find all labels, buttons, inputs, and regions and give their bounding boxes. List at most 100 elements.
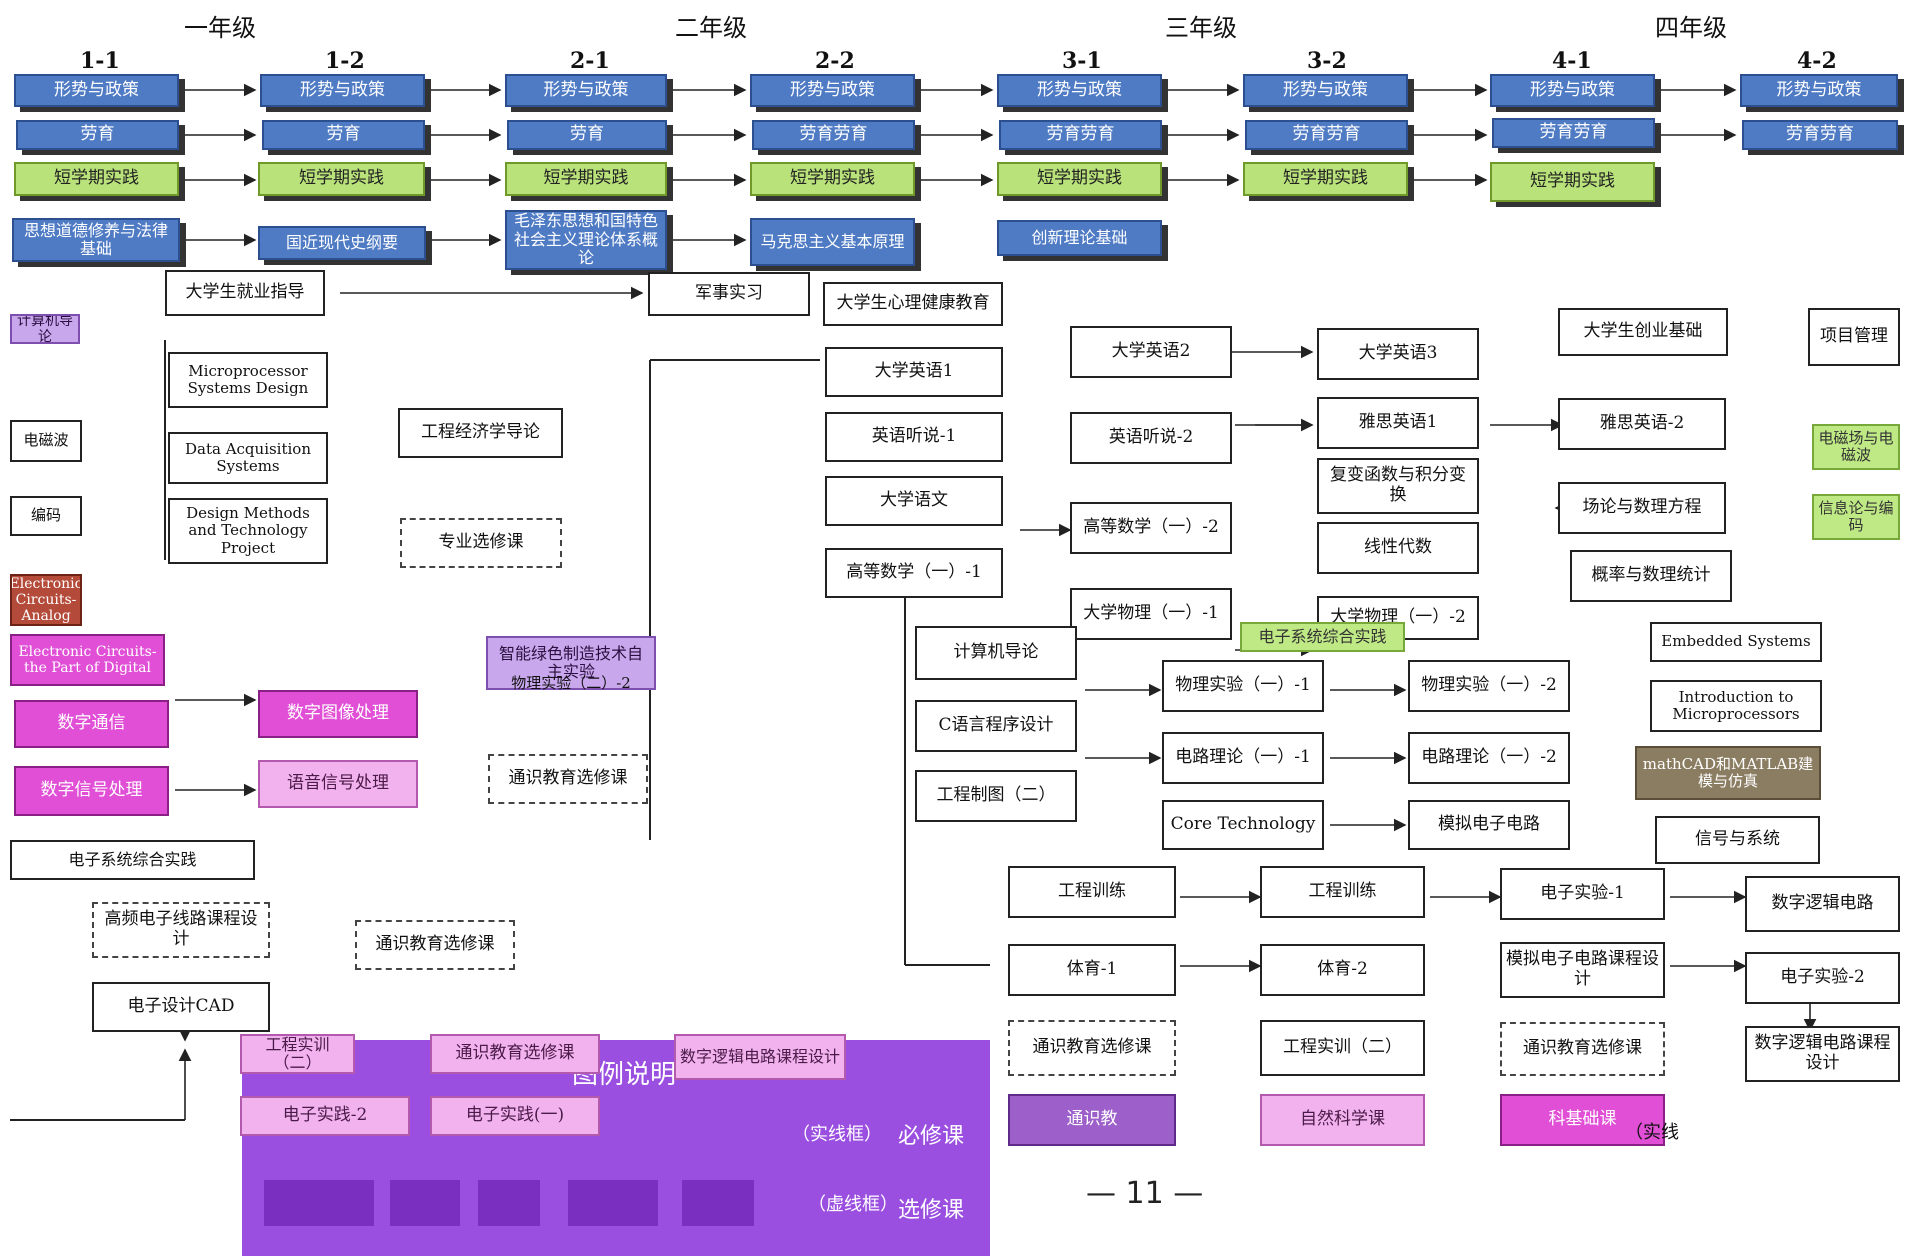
- legend-sample-box: 电子实践(一): [430, 1096, 600, 1136]
- course-box: 体育-1: [1008, 944, 1176, 996]
- category-box: 自然科学课: [1260, 1094, 1425, 1146]
- legend-swatch: [568, 1180, 658, 1226]
- course-box-practice: 短学期实践: [1490, 162, 1655, 202]
- course-box: 电子系统综合实践: [1240, 622, 1405, 652]
- course-box: 信息论与编码: [1812, 494, 1900, 540]
- course-box: 高等数学（一）-1: [825, 548, 1003, 598]
- course-box-practice: 短学期实践: [750, 162, 915, 196]
- course-box: 语音信号处理: [258, 760, 418, 808]
- course-box: 工程训练: [1260, 866, 1425, 918]
- course-box: 体育-2: [1260, 944, 1425, 996]
- course-box-labor: 劳育劳育: [1742, 120, 1898, 150]
- course-box-labor: 劳育: [507, 120, 667, 150]
- course-box: Data Acquisition Systems: [168, 432, 328, 484]
- course-box: 大学英语2: [1070, 326, 1232, 378]
- course-box: 电路理论（一）-1: [1162, 732, 1324, 784]
- course-box-practice: 短学期实践: [14, 162, 179, 196]
- legend-sample-box: 电子实践-2: [240, 1096, 410, 1136]
- course-box: 大学物理（一）-1: [1070, 588, 1232, 640]
- course-box: 物理实验（一）-2: [1408, 660, 1570, 712]
- course-box: 工程制图（二）: [915, 770, 1077, 822]
- course-box: 智能绿色制造技术自主实验: [486, 636, 656, 690]
- course-box: 概率与数理统计: [1570, 550, 1732, 602]
- course-box: C语言程序设计: [915, 700, 1077, 752]
- course-box: 工程经济学导论: [398, 408, 563, 458]
- course-box-policy: 形势与政策: [997, 74, 1162, 107]
- course-box: 数字信号处理: [14, 766, 169, 816]
- page-number: — 11 —: [1086, 1176, 1204, 1211]
- course-box-elective: 通识教育选修课: [1500, 1022, 1665, 1076]
- course-box: 物理实验（一）-1: [1162, 660, 1324, 712]
- course-box-elective: 专业选修课: [400, 518, 562, 568]
- course-box-elective: 通识教育选修课: [1008, 1020, 1176, 1076]
- course-box: 工程训练: [1008, 866, 1176, 918]
- course-box: 电子实验-1: [1500, 868, 1665, 920]
- course-box: 模拟电子电路: [1408, 800, 1570, 850]
- course-box-elective: 通识教育选修课: [488, 754, 648, 804]
- semester-header: 2-1: [570, 48, 610, 74]
- course-box: 计算机导论: [915, 626, 1077, 680]
- course-box: 物理实验（二）-2: [511, 674, 631, 693]
- course-box: 英语听说-1: [825, 412, 1003, 462]
- course-box-ideology: 毛泽东思想和国特色社会主义理论体系概论: [505, 210, 667, 270]
- course-box-policy: 形势与政策: [14, 74, 179, 107]
- course-box-labor: 劳育劳育: [999, 120, 1162, 150]
- legend-required-label: 必修课: [898, 1124, 965, 1149]
- legend-sample-box: 数字逻辑电路课程设计: [674, 1034, 846, 1080]
- course-box: 数字逻辑电路: [1745, 876, 1900, 932]
- course-box: 编码: [10, 496, 82, 536]
- legend-swatch: [478, 1180, 540, 1226]
- course-box-labor: 劳育: [262, 120, 425, 150]
- course-box-practice: 短学期实践: [505, 162, 667, 196]
- year-1-header: 一年级: [184, 14, 256, 42]
- course-box-policy: 形势与政策: [750, 74, 915, 107]
- course-box: 英语听说-2: [1070, 412, 1232, 464]
- legend-dashed-label: （虚线框）: [808, 1194, 898, 1215]
- category-box: 科基础课: [1500, 1094, 1665, 1146]
- course-box-practice: 短学期实践: [258, 162, 425, 196]
- course-box: 电子设计CAD: [92, 982, 270, 1032]
- course-box-policy: 形势与政策: [260, 74, 425, 107]
- course-box-labor: 劳育: [16, 120, 179, 150]
- course-box: 雅思英语1: [1317, 397, 1479, 449]
- category-box: 通识教: [1008, 1094, 1176, 1146]
- course-box: 电磁场与电磁波: [1812, 424, 1900, 470]
- year-2-header: 二年级: [675, 14, 747, 42]
- legend-swatch: [390, 1180, 460, 1226]
- course-box-labor: 劳育劳育: [1492, 118, 1655, 148]
- semester-header: 1-1: [80, 48, 120, 74]
- course-box: 大学生创业基础: [1558, 308, 1728, 356]
- course-box-ideology: 创新理论基础: [997, 220, 1162, 256]
- course-box: 数字逻辑电路课程设计: [1745, 1026, 1900, 1082]
- legend-sample-box: 通识教育选修课: [430, 1034, 600, 1074]
- course-box: 复变函数与积分变换: [1317, 458, 1479, 514]
- course-box: 模拟电子电路课程设计: [1500, 942, 1665, 998]
- course-box: 电路理论（一）-2: [1408, 732, 1570, 784]
- course-box-ideology: 国近现代史纲要: [258, 226, 426, 260]
- course-box: Introduction to Microprocessors: [1650, 680, 1822, 732]
- course-box-elective: 高频电子线路课程设计: [92, 902, 270, 958]
- semester-header: 3-1: [1062, 48, 1102, 74]
- course-box: 大学生就业指导: [165, 270, 325, 316]
- semester-header: 3-2: [1307, 48, 1347, 74]
- category-label: （实线: [1625, 1122, 1679, 1143]
- course-box: 军事实习: [648, 272, 810, 316]
- course-box: 电磁波: [10, 420, 82, 462]
- semester-header: 2-2: [815, 48, 855, 74]
- course-box-ideology: 马克思主义基本原理: [750, 218, 915, 266]
- legend-swatch: [682, 1180, 754, 1226]
- course-box: 计算机导论: [10, 314, 80, 344]
- course-box: Microprocessor Systems Design: [168, 352, 328, 408]
- semester-header: 4-1: [1552, 48, 1592, 74]
- legend-solid-label: （实线框）: [792, 1124, 882, 1145]
- course-box-labor: 劳育劳育: [1245, 120, 1408, 150]
- course-box: 项目管理: [1808, 308, 1900, 366]
- course-box: 工程实训（二）: [1260, 1020, 1425, 1076]
- course-box: 数字图像处理: [258, 690, 418, 738]
- course-box: Electronic Circuits-Analog: [10, 574, 82, 626]
- legend-sample-box: 工程实训（二）: [240, 1034, 355, 1074]
- course-box-policy: 形势与政策: [1490, 74, 1655, 107]
- semester-header: 4-2: [1797, 48, 1837, 74]
- course-box: 大学生心理健康教育: [823, 282, 1003, 326]
